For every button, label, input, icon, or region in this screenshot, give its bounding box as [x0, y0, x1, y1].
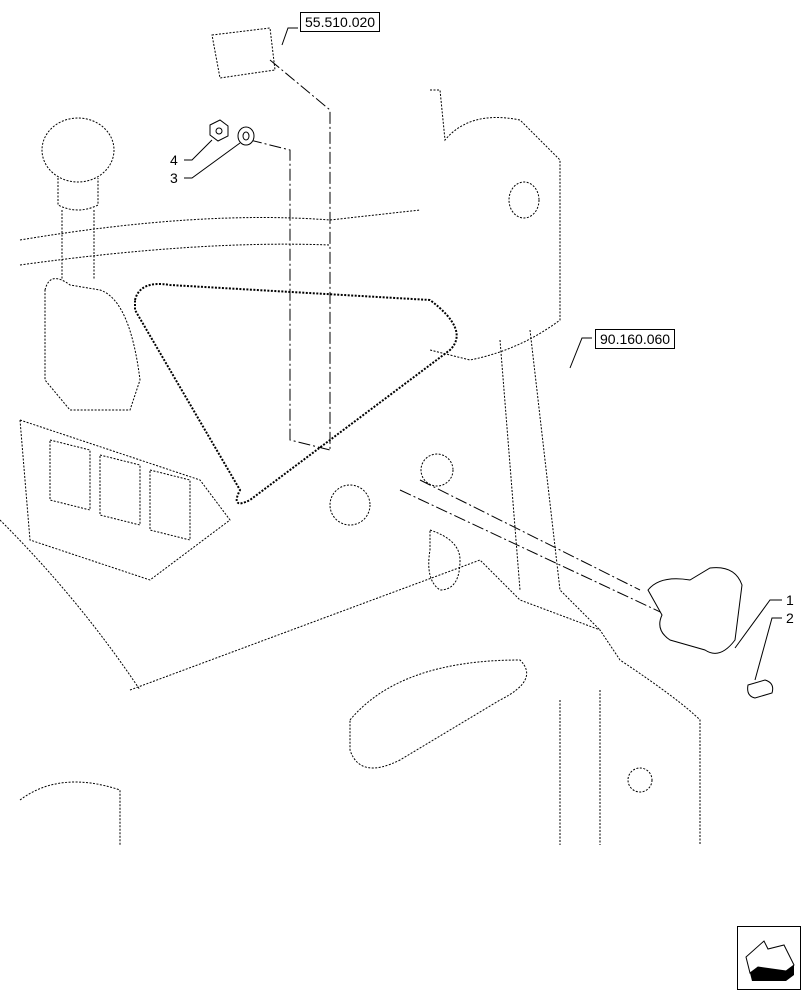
joystick-knob: [41, 117, 115, 183]
previous-page-arrow-icon[interactable]: [737, 926, 801, 990]
reference-label-right[interactable]: 90.160.060: [595, 329, 676, 349]
callout-4: 4: [170, 152, 178, 168]
screw-part: [747, 679, 774, 699]
callout-2: 2: [786, 610, 794, 626]
reference-label-top[interactable]: 55.510.020: [300, 12, 381, 32]
callout-1: 1: [786, 592, 794, 608]
socket-part: [647, 567, 743, 654]
callout-3: 3: [170, 170, 178, 186]
